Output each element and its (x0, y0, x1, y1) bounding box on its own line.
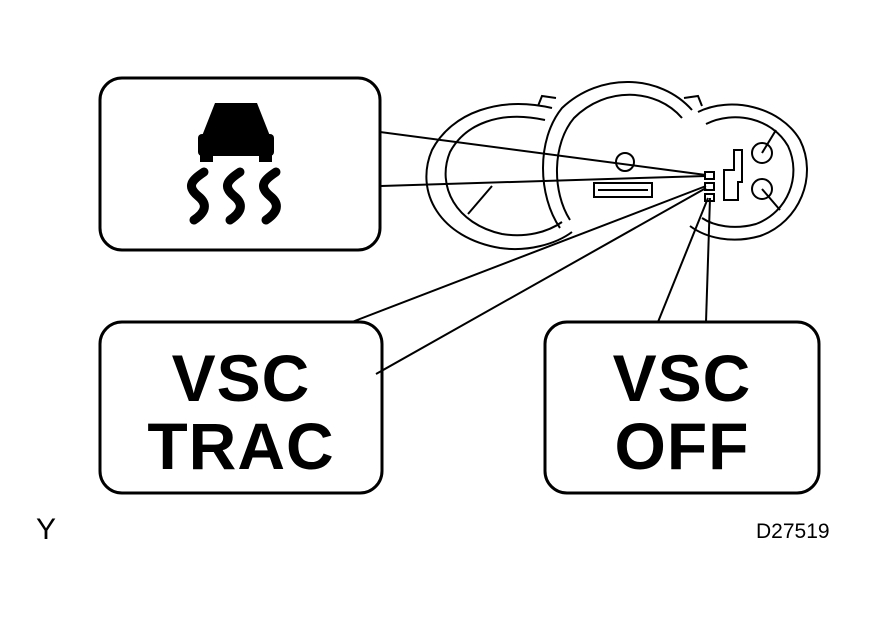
vsc-off-label-line1: VSC (612, 341, 752, 415)
corner-letter: Y (36, 513, 57, 546)
center-gauge (542, 81, 693, 229)
right-gauge-inner (701, 116, 795, 228)
center-gauge-hub (615, 152, 635, 172)
skid-car-icon (187, 103, 281, 225)
leader-slip-top (379, 131, 707, 176)
callout-box-slip (98, 76, 382, 252)
fuel-gauge-needle (761, 129, 777, 154)
odometer-display (593, 182, 653, 198)
figure-code: D27519 (756, 520, 830, 543)
leader-lines (351, 131, 711, 375)
left-gauge (425, 103, 573, 250)
vsc-trac-label-line1: VSC (171, 341, 311, 415)
callout-box-vsc-off (543, 320, 821, 495)
fuel-gauge (751, 142, 773, 164)
right-gauge (689, 103, 808, 241)
visor-tab-left (537, 94, 557, 107)
leader-vsc-trac-bottom (375, 187, 707, 375)
center-gauge-inner (555, 93, 683, 221)
vsc-off-label-line2: OFF (614, 409, 750, 483)
temp-gauge (751, 178, 773, 200)
vsc-trac-label-line2: TRAC (147, 409, 335, 483)
instrument-cluster (425, 81, 808, 250)
callout-box-vsc-trac (98, 320, 384, 495)
left-gauge-inner (444, 115, 563, 237)
leader-vsc-trac-top (351, 185, 707, 323)
warning-light-slip (704, 171, 715, 180)
leader-slip-bottom (379, 175, 707, 187)
leader-vsc-off-right (705, 197, 711, 323)
temp-gauge-needle (761, 188, 781, 211)
leader-vsc-off-left (657, 197, 709, 323)
visor-tab-right (683, 94, 703, 107)
indicator-block (723, 149, 743, 201)
left-gauge-needle (467, 185, 493, 215)
